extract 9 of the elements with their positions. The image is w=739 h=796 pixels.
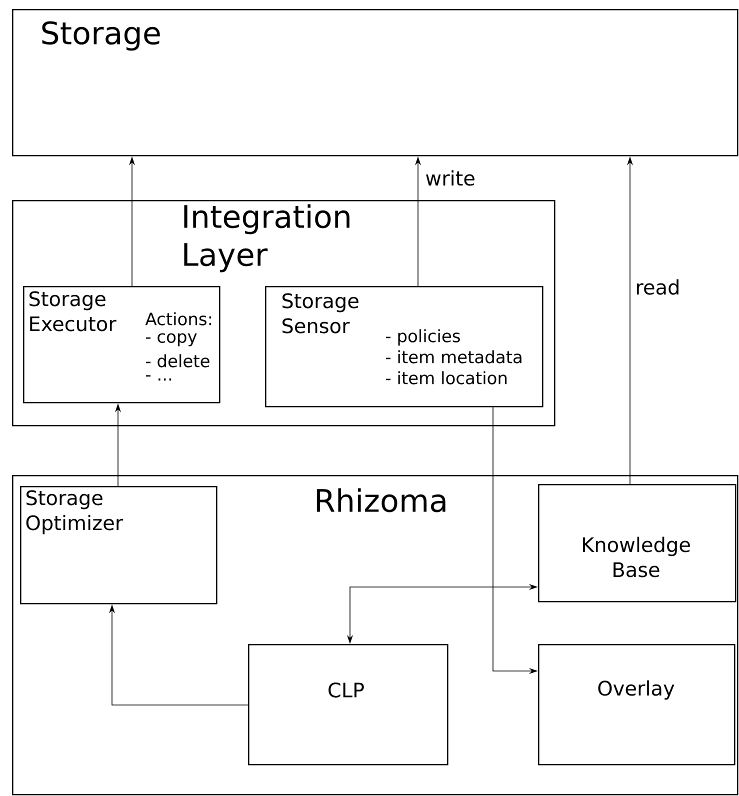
component-box: Knowledge Base <box>538 484 736 602</box>
edge-label: write <box>424 169 476 187</box>
component-box: Overlay <box>538 644 736 766</box>
component-box: CLP <box>248 644 448 766</box>
layer-panel: Storage <box>12 9 738 156</box>
component-box: Storage Executor Actions: - copy - delete - ... <box>23 286 220 404</box>
component-box: Storage Sensor - policies - item metadata - item location <box>265 286 544 408</box>
edge-label: read <box>634 278 682 296</box>
component-box: Storage Optimizer <box>20 486 218 604</box>
